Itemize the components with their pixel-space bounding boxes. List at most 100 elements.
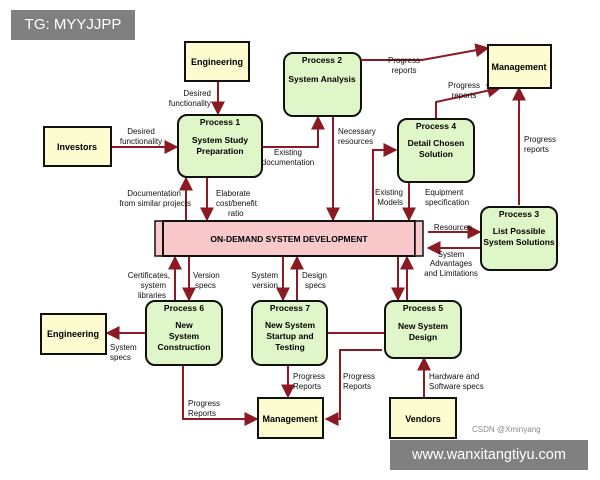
process-number: Process 1 xyxy=(200,117,240,127)
process-title-line: Startup and xyxy=(266,331,313,341)
process-title-line: System xyxy=(169,331,200,341)
process-3: Process 3 List Possible System Solutions xyxy=(480,206,558,271)
central-system: ON-DEMAND SYSTEM DEVELOPMENT xyxy=(154,220,424,257)
process-2: Process 2 System Analysis xyxy=(283,52,362,117)
flow-label: specs xyxy=(195,281,216,290)
entity-management-top: Management xyxy=(487,44,552,89)
process-title-line: System Analysis xyxy=(288,74,356,84)
entity-investors: Investors xyxy=(43,126,112,167)
process-title-line: Construction xyxy=(158,342,211,352)
entity-vendors: Vendors xyxy=(389,397,457,439)
flow-label: Progress xyxy=(343,372,375,381)
process-number: Process 2 xyxy=(302,55,342,65)
flow-label: Progress xyxy=(388,56,420,65)
flow-central-to-p4 xyxy=(372,143,398,220)
flow-label: Elaborate xyxy=(216,189,251,198)
flow-label: Documentation xyxy=(127,189,181,198)
process-title-line: New System xyxy=(398,321,449,331)
process-7: Process 7 New System Startup and Testing xyxy=(251,300,328,366)
flow-label: specs xyxy=(305,281,326,290)
flow-label: Reports xyxy=(343,382,371,391)
entity-management-bottom: Management xyxy=(257,397,324,439)
flow-p4-to-management xyxy=(435,83,502,119)
flow-label: ratio xyxy=(228,209,244,218)
process-title-line: Design xyxy=(409,332,437,342)
flow-label: Design xyxy=(302,271,327,280)
entity-label: Engineering xyxy=(47,329,99,339)
flow-label: Desired xyxy=(127,127,155,136)
entity-label: Vendors xyxy=(405,414,441,424)
flow-label: reports xyxy=(452,91,477,100)
flow-p6-to-management xyxy=(182,366,259,426)
flow-label: resources xyxy=(338,137,373,146)
process-title-line: System Study xyxy=(192,135,248,145)
process-5: Process 5 New System Design xyxy=(384,300,462,359)
flow-label: Resources xyxy=(434,223,472,232)
site-url-banner: www.wanxitangtiyu.com xyxy=(390,440,588,470)
flow-labels: Desired functionality Desired functional… xyxy=(110,56,556,418)
flow-label: libraries xyxy=(138,291,166,300)
csdn-watermark: CSDN @Xminyang xyxy=(472,425,541,434)
process-number: Process 6 xyxy=(164,303,204,313)
flow-label: Certificates, xyxy=(128,271,170,280)
entity-label: Management xyxy=(262,414,317,424)
entity-engineering-left: Engineering xyxy=(40,313,107,355)
flow-label: Equipment xyxy=(425,188,464,197)
channel-tag: TG: MYYJJPP xyxy=(11,10,135,40)
process-number: Process 7 xyxy=(270,303,310,313)
flow-label: System xyxy=(438,250,465,259)
process-title-line: Preparation xyxy=(196,146,243,156)
flow-label: system xyxy=(141,281,167,290)
flow-label: Reports xyxy=(188,409,216,418)
flow-label: System xyxy=(251,271,278,280)
flow-label: specification xyxy=(425,198,469,207)
flow-label: Desired xyxy=(183,89,211,98)
flow-label: Reports xyxy=(293,382,321,391)
flow-lines xyxy=(105,43,526,426)
process-title-line: Solution xyxy=(419,149,453,159)
flow-label: and Limitations xyxy=(424,269,478,278)
flow-label: Progress xyxy=(448,81,480,90)
flow-p5-to-management xyxy=(324,349,382,426)
flow-label: Necessary xyxy=(338,127,376,136)
process-title-line: New xyxy=(175,320,193,330)
process-title-line: Testing xyxy=(275,342,305,352)
process-4: Process 4 Detail Chosen Solution xyxy=(397,118,475,183)
process-number: Process 3 xyxy=(499,209,539,219)
process-6: Process 6 New System Construction xyxy=(145,300,223,366)
flow-label: Progress xyxy=(188,399,220,408)
process-title-line: System Solutions xyxy=(483,237,555,247)
flow-p2-to-management xyxy=(362,43,490,61)
flow-p1-to-p2 xyxy=(263,115,325,148)
flow-label: Software specs xyxy=(429,382,484,391)
flow-label: Progress xyxy=(524,135,556,144)
flow-label: Existing xyxy=(375,188,403,197)
flow-label: Version xyxy=(193,271,220,280)
flow-label: cost/benefit xyxy=(216,199,258,208)
flow-label: functionality xyxy=(120,137,162,146)
flow-label: reports xyxy=(524,145,549,154)
flow-label: version xyxy=(252,281,278,290)
process-title-line: Detail Chosen xyxy=(408,138,465,148)
entity-label: Investors xyxy=(57,142,97,152)
flow-label: Models xyxy=(377,198,403,207)
flow-label: Hardware and xyxy=(429,372,479,381)
entity-label: Management xyxy=(491,62,546,72)
process-title-line: List Possible xyxy=(493,226,546,236)
flow-label: reports xyxy=(392,66,417,75)
flow-label: from similar projects xyxy=(119,199,191,208)
central-label: ON-DEMAND SYSTEM DEVELOPMENT xyxy=(210,234,368,244)
process-title-line: New System xyxy=(265,320,316,330)
flow-label: documentation xyxy=(262,158,314,167)
entity-label: Engineering xyxy=(191,57,243,67)
process-1: Process 1 System Study Preparation xyxy=(177,114,263,178)
flow-label: Existing xyxy=(274,148,302,157)
process-number: Process 4 xyxy=(416,121,456,131)
flow-label: specs xyxy=(110,353,131,362)
flow-label: Advantages xyxy=(430,259,472,268)
flow-label: System xyxy=(110,343,137,352)
entity-engineering-top: Engineering xyxy=(184,41,250,82)
process-number: Process 5 xyxy=(403,303,443,313)
flow-label: functionality xyxy=(169,99,211,108)
